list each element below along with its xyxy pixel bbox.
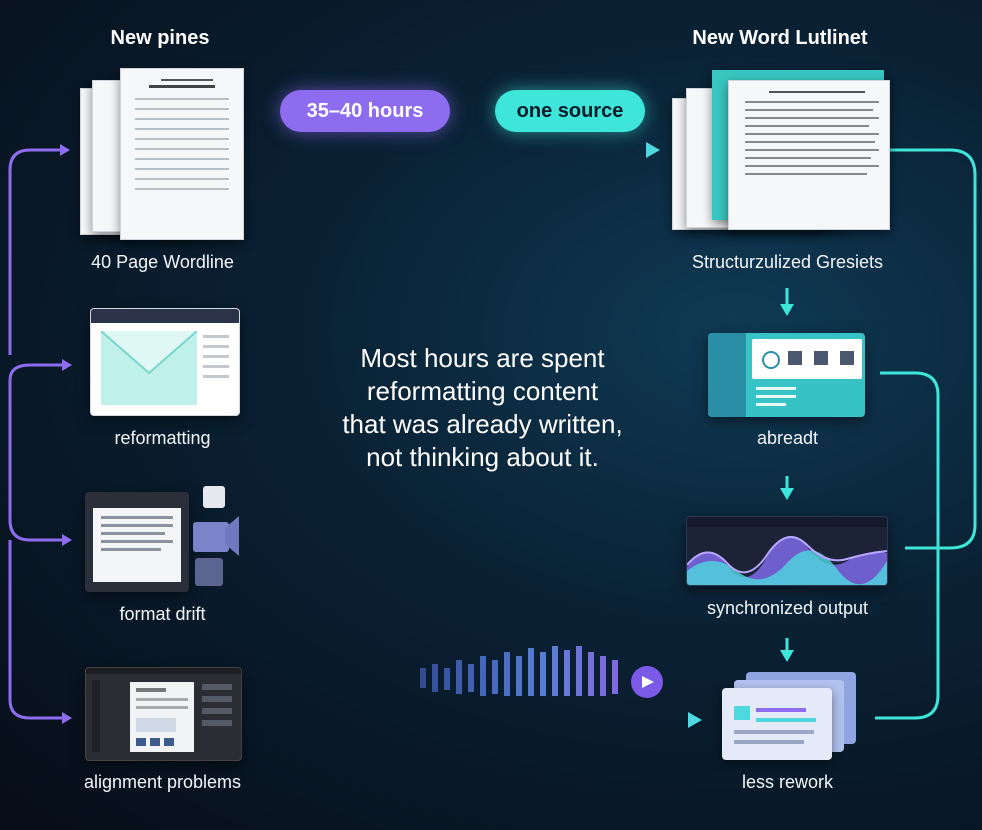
right-item-label-4: less rework xyxy=(741,772,834,792)
hours-pill: 35–40 hours xyxy=(280,90,450,132)
left-item-label-1: 40 Page Wordline xyxy=(91,252,234,272)
data-stream-graphic xyxy=(420,646,618,696)
left-arrowhead-2 xyxy=(62,359,72,371)
top-flow-arrowhead xyxy=(646,142,660,158)
left-bracket-line xyxy=(8,148,60,355)
center-line-3: that was already written, xyxy=(342,409,623,439)
right-header: New Word Lutlinet xyxy=(692,27,868,49)
play-triangle xyxy=(642,676,654,688)
left-arrowhead-4 xyxy=(62,712,72,724)
left-arrowhead-1 xyxy=(60,144,70,156)
left-item-label-4: alignment problems xyxy=(83,772,242,792)
structured-doc-stack-icon xyxy=(672,70,897,230)
center-line-1: Most hours are spent xyxy=(360,343,605,373)
email-window-icon xyxy=(90,308,240,416)
left-bracket-line-4 xyxy=(8,540,62,720)
left-bracket-line-3 xyxy=(8,380,62,542)
document-stack-icon xyxy=(80,68,250,240)
right-bracket-top xyxy=(890,148,977,550)
dashboard-icon xyxy=(708,333,865,417)
left-arrowhead-3 xyxy=(62,534,72,546)
left-bracket-line-2 xyxy=(8,363,62,381)
waveform-icon xyxy=(686,516,888,586)
left-item-label-2: reformatting xyxy=(114,428,211,448)
down-arrow-3-head xyxy=(780,650,794,662)
video-camera-icon xyxy=(193,522,229,552)
left-header: New pines xyxy=(110,27,210,49)
left-item-label-3: format drift xyxy=(119,604,206,624)
app-window-icon xyxy=(85,667,242,761)
center-line-2: reformatting content xyxy=(366,376,599,406)
envelope-icon xyxy=(101,331,197,375)
center-message: Most hours are spent reformatting conten… xyxy=(310,342,655,474)
right-bracket-bottom xyxy=(875,371,940,720)
bottom-flow-arrowhead xyxy=(688,712,702,728)
stacked-slides-icon xyxy=(722,672,862,762)
doc-video-icon xyxy=(85,486,245,592)
right-item-label-2: abreadt xyxy=(756,428,819,448)
source-pill: one source xyxy=(495,90,645,132)
right-item-label-1: Structurzulized Gresiets xyxy=(691,252,884,272)
right-item-label-3: synchronized output xyxy=(706,598,869,618)
down-arrow-1-head xyxy=(780,304,794,316)
center-line-4: not thinking about it. xyxy=(366,442,599,472)
down-arrow-2-head xyxy=(780,488,794,500)
qr-icon xyxy=(203,486,225,508)
